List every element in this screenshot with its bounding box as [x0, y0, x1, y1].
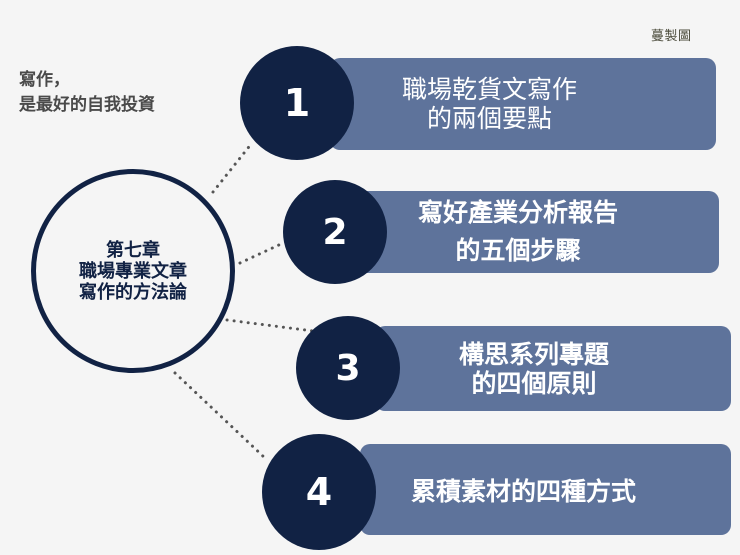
item-4-number: 4: [305, 470, 333, 514]
item-3-number: 3: [335, 347, 361, 389]
connector-2: [238, 242, 283, 265]
item-2-bar: 寫好產業分析報告 的五個步驟: [340, 191, 719, 273]
connector-3: [225, 318, 315, 333]
item-2-number: 2: [322, 211, 348, 253]
hub-line-3: 寫作的方法論: [79, 281, 187, 303]
item-2-label: 寫好產業分析報告 的五個步驟: [418, 198, 619, 265]
item-1-number: 1: [283, 81, 311, 125]
item-1-number-circle: 1: [240, 46, 354, 160]
hub-line-1: 第七章: [106, 239, 160, 261]
item-1-bar: 職場乾貨文寫作 的兩個要點: [330, 58, 716, 150]
connector-1: [211, 141, 254, 194]
item-3-number-circle: 3: [296, 316, 400, 420]
chapter-hub-circle: 第七章 職場專業文章 寫作的方法論: [31, 169, 235, 373]
item-3-label: 構思系列專題 的四個原則: [459, 339, 610, 398]
item-4-number-circle: 4: [262, 434, 376, 550]
item-2-number-circle: 2: [283, 180, 387, 284]
item-3-bar: 構思系列專題 的四個原則: [375, 326, 731, 411]
tagline: 寫作， 是最好的自我投資: [19, 68, 155, 118]
credit-label: 蔓製圖: [651, 29, 692, 44]
connector-4: [173, 371, 268, 461]
item-4-label: 累積素材的四種方式: [411, 476, 637, 506]
tagline-line-2: 是最好的自我投資: [19, 95, 155, 115]
tagline-line-1: 寫作，: [19, 70, 70, 90]
hub-line-2: 職場專業文章: [79, 260, 187, 282]
item-1-label: 職場乾貨文寫作 的兩個要點: [402, 75, 578, 133]
item-4-bar: 累積素材的四種方式: [360, 444, 731, 535]
